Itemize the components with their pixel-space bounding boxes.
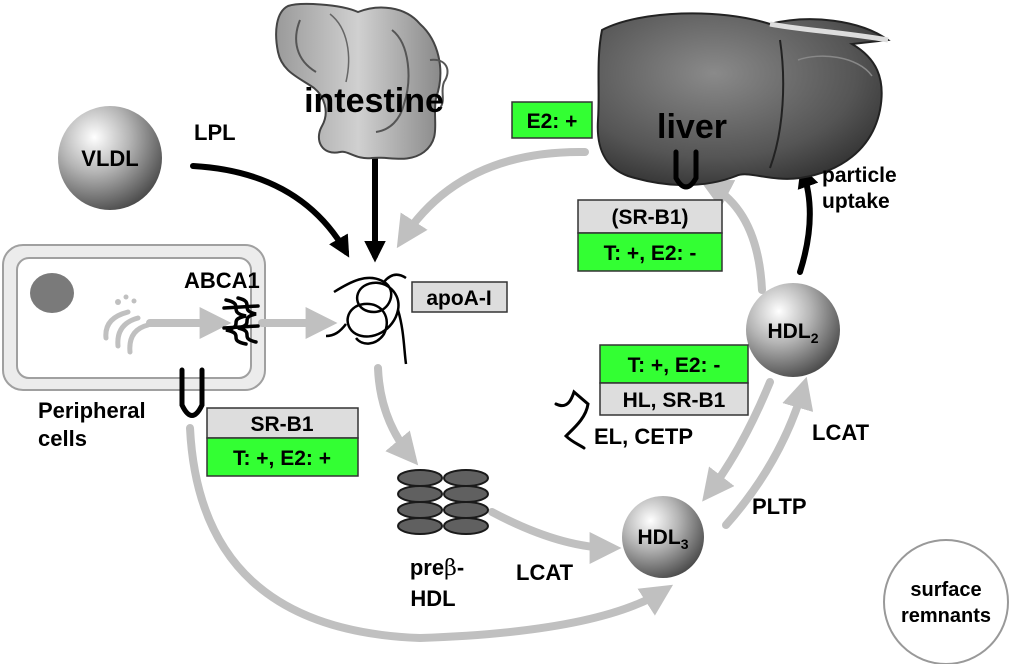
liver-srb1-box-text: (SR-B1) — [612, 206, 689, 229]
peripheral-cells-label-line2: cells — [38, 426, 87, 451]
golgi-vesicles — [115, 294, 137, 305]
periph-srb1-receptor — [179, 367, 205, 418]
apoai-box — [411, 281, 508, 313]
intestine-image — [275, 3, 449, 160]
lcat-right-label: LCAT — [812, 420, 870, 445]
golgi-icon — [103, 309, 151, 355]
hl-srb1-box-text: HL, SR-B1 — [623, 389, 726, 412]
periph-srb1-effect-box — [206, 437, 359, 477]
black-arrows — [190, 147, 819, 275]
arrow-hdl2-to-liver — [699, 179, 766, 294]
prebeta-hdl-label-line1: preβ- — [410, 555, 464, 581]
arrow-particle-uptake — [797, 165, 819, 275]
intestine-label: intestine — [304, 82, 444, 120]
hl-srb1-box — [599, 382, 749, 416]
surface-remnants-label-line1: surface — [910, 579, 981, 601]
vldl-sphere — [58, 106, 162, 210]
liver-srb1-effect-text: T: +, E2: - — [604, 242, 697, 265]
peripheral-cells-label-line1: Peripheral — [38, 398, 146, 423]
surface-remnants-circle — [883, 539, 1009, 664]
liver-e2-box — [511, 101, 593, 139]
arrow-apoai-to-prebeta — [374, 364, 419, 466]
prebeta-hdl-label-line2: HDL — [410, 586, 455, 611]
surface-remnants-label-line2: remnants — [901, 605, 991, 627]
cell-nucleus — [30, 273, 74, 313]
abca1-label: ABCA1 — [184, 268, 260, 293]
apoai-protein-icon — [325, 273, 408, 365]
hdl2-sphere — [746, 283, 840, 377]
liver-e2-box-text: E2: + — [527, 110, 578, 133]
arrow-vldl-to-apoai — [190, 163, 350, 258]
hdl2-label: HDL2 — [768, 320, 819, 346]
liver-srb1-effect-box — [577, 232, 723, 272]
gray-arrows — [146, 147, 814, 643]
liver-image — [596, 12, 891, 187]
liver-srb1-receptor — [673, 149, 699, 190]
hl-effect-box — [599, 344, 749, 384]
hl-srb1-enzyme-icon — [554, 389, 590, 450]
hdl3-label: HDL3 — [638, 526, 689, 552]
periph-srb1-box-text: SR-B1 — [250, 413, 313, 436]
lcat-bottom-label: LCAT — [516, 560, 574, 585]
vldl-label: VLDL — [81, 146, 138, 171]
arrow-periph-to-hdl3 — [186, 424, 674, 643]
hl-effect-box-text: T: +, E2: - — [628, 354, 721, 377]
hdl3-sphere — [622, 496, 704, 578]
periph-srb1-effect-text: T: +, E2: + — [233, 447, 331, 470]
particle-uptake-label-line1: particle — [822, 164, 897, 187]
prebeta-hdl-icon — [397, 469, 489, 535]
particle-uptake-label-line2: uptake — [822, 190, 890, 213]
arrow-hdl2-to-hdl3 — [702, 378, 774, 502]
pltp-label: PLTP — [752, 494, 807, 519]
liver-label: liver — [657, 108, 727, 146]
abca1-transporter-icon — [222, 296, 260, 346]
arrow-prebeta-to-hdl3 — [488, 508, 622, 564]
arrow-hdl3-to-hdl2 — [722, 376, 814, 529]
arrow-liver-to-apoai — [396, 147, 589, 249]
apoai-box-text: apoA-I — [426, 287, 491, 310]
el-cetp-label: EL, CETP — [594, 424, 693, 449]
lpl-label: LPL — [194, 120, 236, 145]
